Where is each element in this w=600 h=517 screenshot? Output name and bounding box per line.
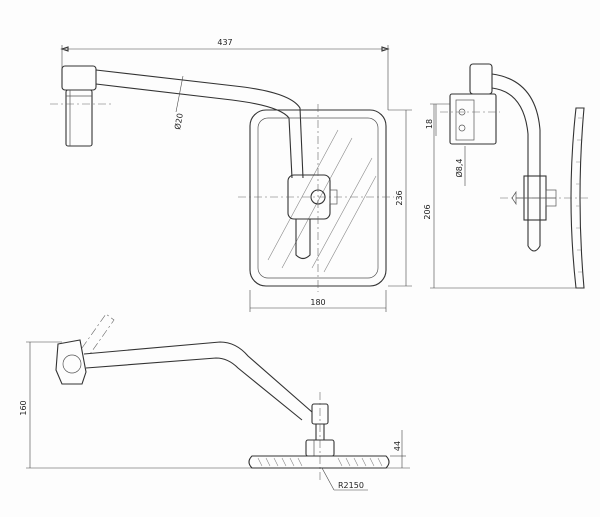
dim-437-label: 437: [217, 38, 232, 47]
glass-hatch-2: [281, 137, 353, 269]
side-hole-label: Ø8,4: [454, 158, 464, 177]
radius-label: R2150: [338, 481, 364, 490]
side-18-label: 18: [425, 119, 434, 129]
arm-diameter-label: Ø20: [172, 112, 185, 130]
side-arm-end: [527, 245, 541, 252]
side-arm-inner: [491, 87, 529, 246]
radius-leader: [321, 467, 335, 491]
glass-hatch-1: [267, 129, 339, 261]
top-mount: [55, 339, 87, 385]
side-hole-2: [458, 124, 466, 132]
front-view: 437 Ø20 180 236: [50, 38, 412, 312]
glass-hatch-4: [323, 175, 377, 273]
side-mount-plate: [455, 99, 475, 141]
side-mirror-hatch: [576, 117, 582, 273]
arm-inner: [95, 83, 293, 179]
top-arm-outer: [83, 341, 313, 413]
bracket-tail: [295, 219, 311, 260]
side-206-label: 206: [423, 204, 432, 219]
dim-arrows-437: [60, 46, 390, 52]
top-44-label: 44: [393, 441, 402, 451]
side-mount-body: [449, 93, 497, 145]
top-alt-arm: [81, 313, 115, 355]
top-mount-pivot: [62, 354, 82, 374]
mount-body: [65, 89, 93, 147]
mount-head: [61, 65, 97, 91]
top-mirror-hatch: [257, 457, 383, 467]
arm-outer: [95, 69, 304, 179]
top-view: 160 44 R2150: [19, 313, 410, 491]
side-mount-head: [469, 63, 493, 95]
glass-hatch-3: [311, 157, 373, 269]
top-mirror: [248, 455, 390, 469]
side-arm-outer: [491, 73, 541, 246]
dim-180-label: 180: [310, 298, 325, 307]
dim-236-label: 236: [395, 190, 404, 205]
mirror-glass: [257, 117, 379, 279]
arm-dia-leader: [175, 75, 184, 113]
top-arm-inner: [85, 357, 303, 421]
side-view: 18 Ø8,4 206: [423, 63, 590, 289]
top-160-label: 160: [19, 400, 28, 415]
side-mirror-edge: [570, 107, 585, 289]
